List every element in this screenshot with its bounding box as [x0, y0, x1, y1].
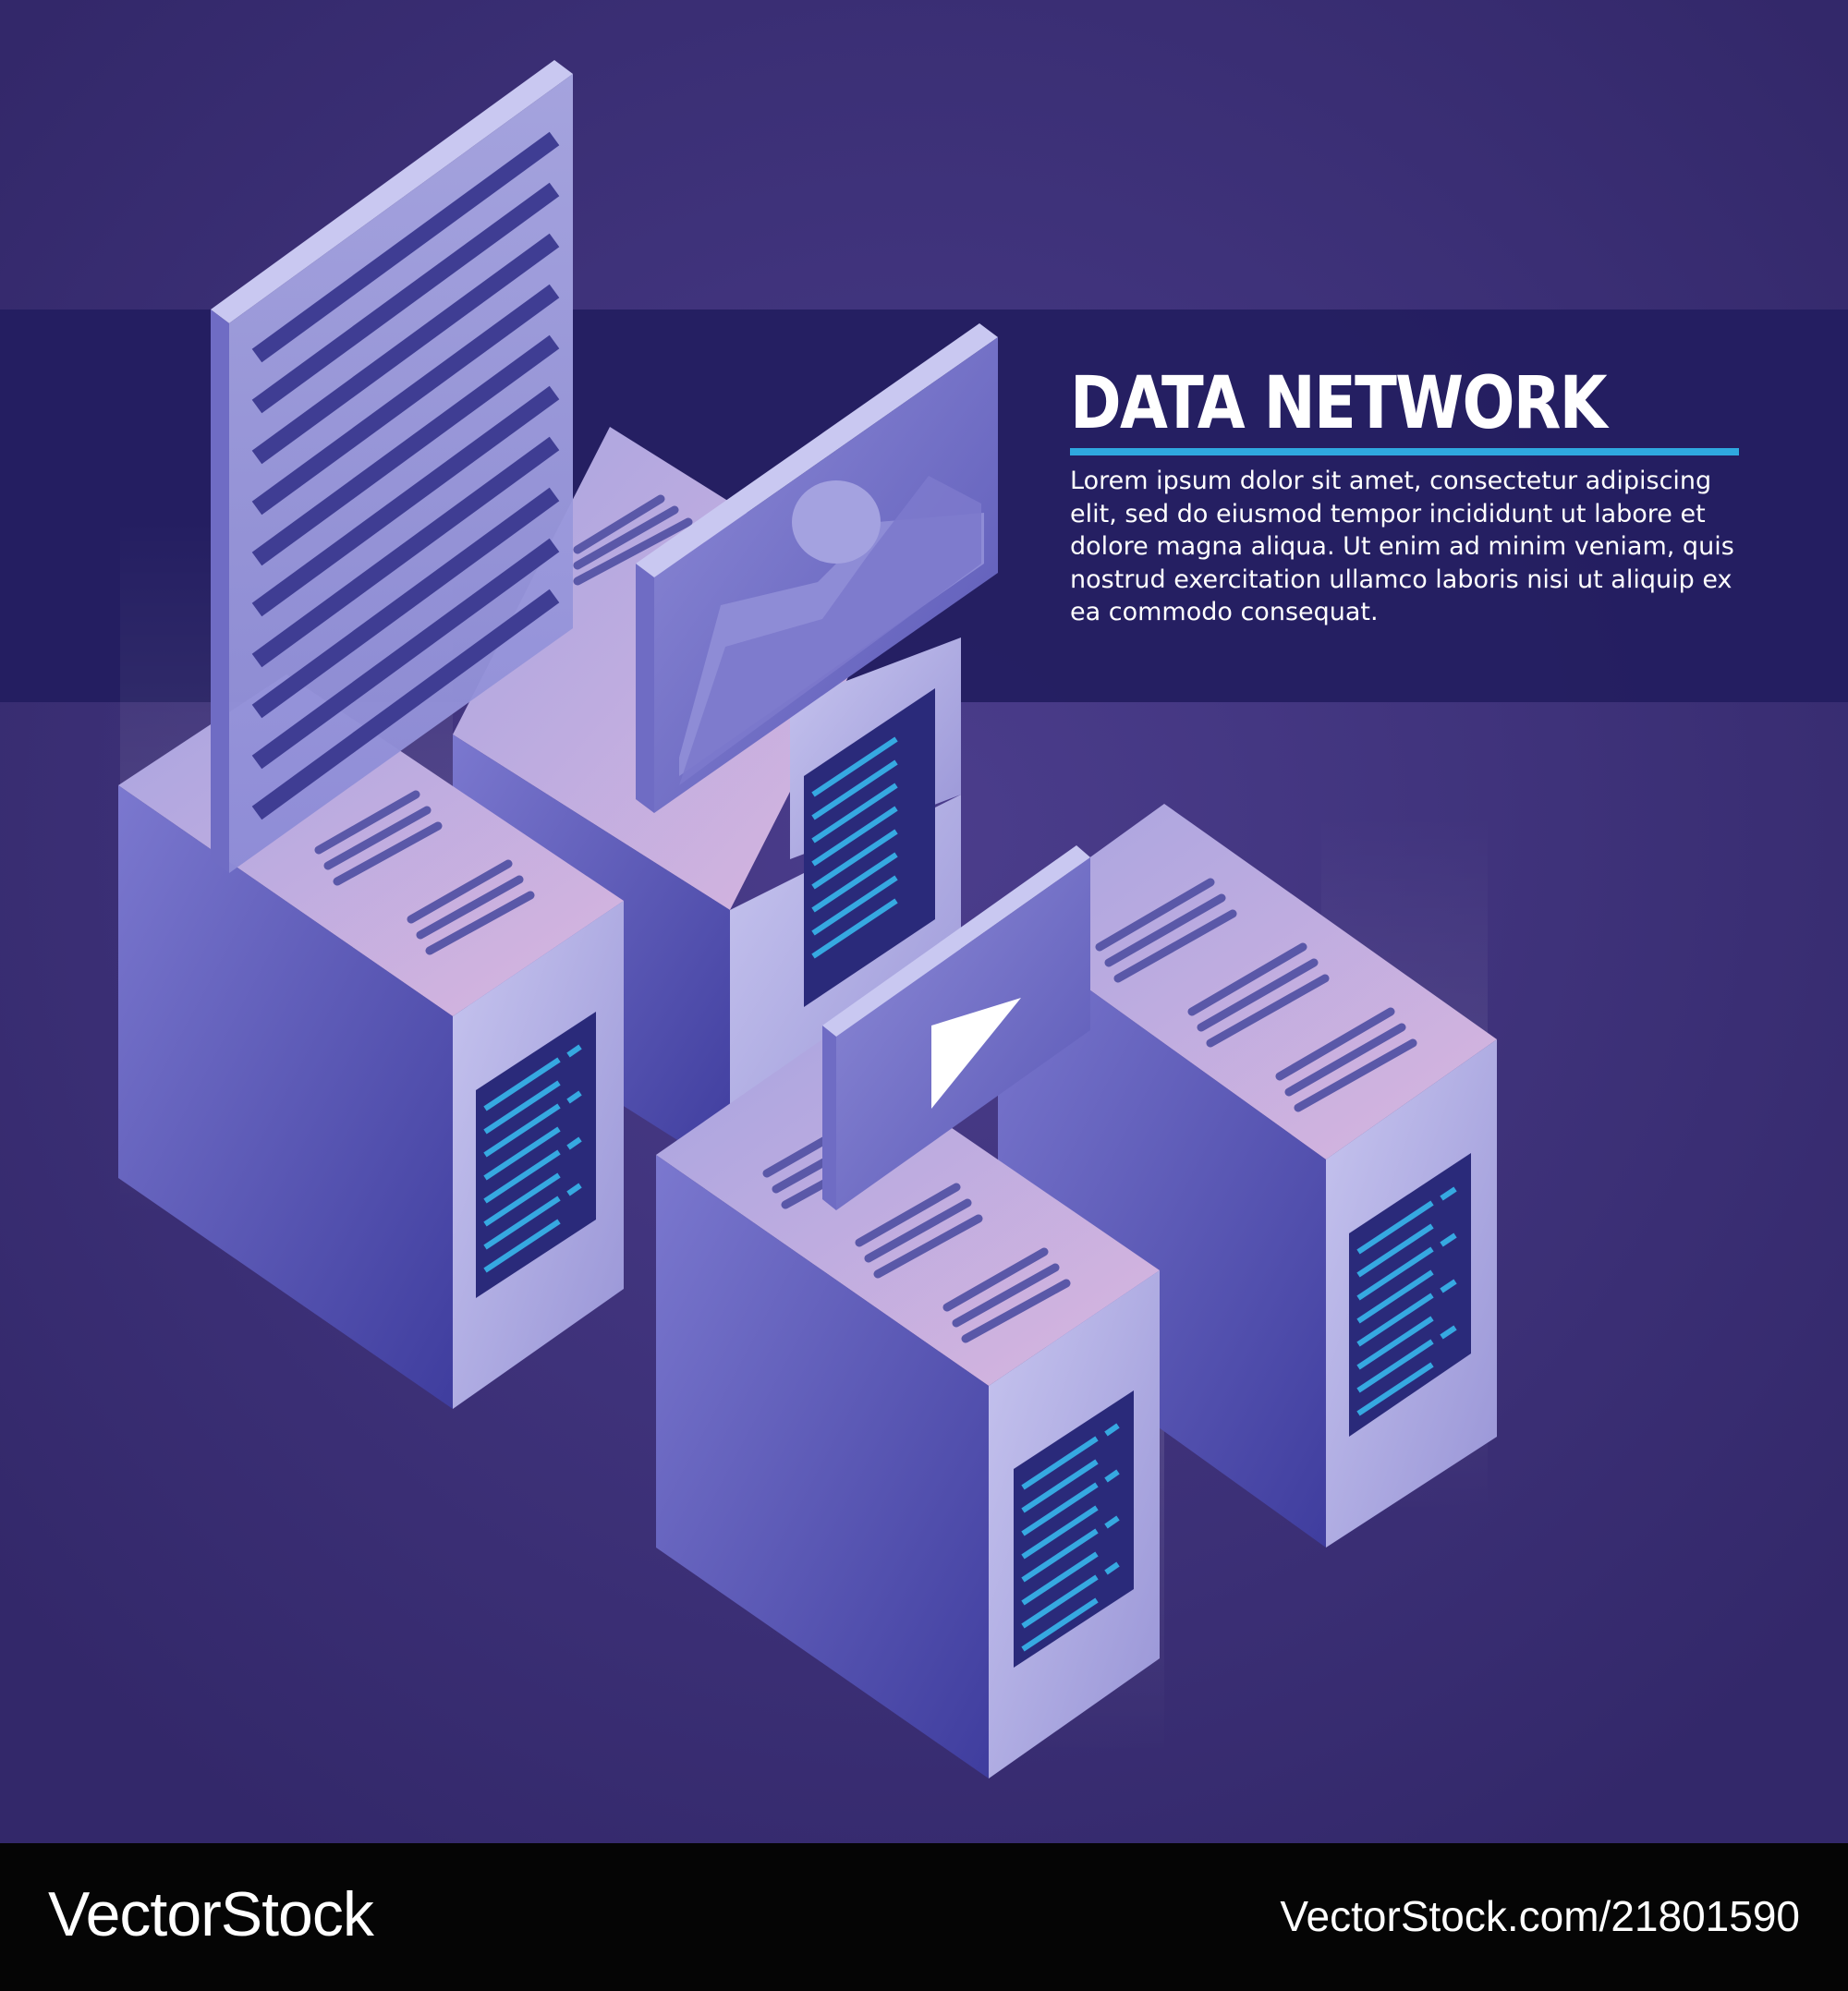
isometric-data-center [118, 60, 1497, 1779]
server-rack-icon [656, 1039, 1160, 1779]
video-play-icon [822, 845, 1090, 1210]
brand-logo-text: VectorStock [48, 1879, 374, 1949]
watermark-footer: VectorStock VectorStock.com/21801590 [0, 1843, 1848, 1991]
server-rack-icon [998, 804, 1497, 1548]
server-rack-icon [790, 637, 961, 1007]
document-icon [211, 60, 573, 873]
image-icon [636, 323, 998, 813]
title-underline [1070, 448, 1739, 455]
brand-url: VectorStock.com/21801590 [1280, 1892, 1800, 1940]
banner-title: DATA NETWORK [1070, 362, 1608, 445]
banner-body-text: Lorem ipsum dolor sit amet, consectetur … [1070, 467, 1734, 626]
